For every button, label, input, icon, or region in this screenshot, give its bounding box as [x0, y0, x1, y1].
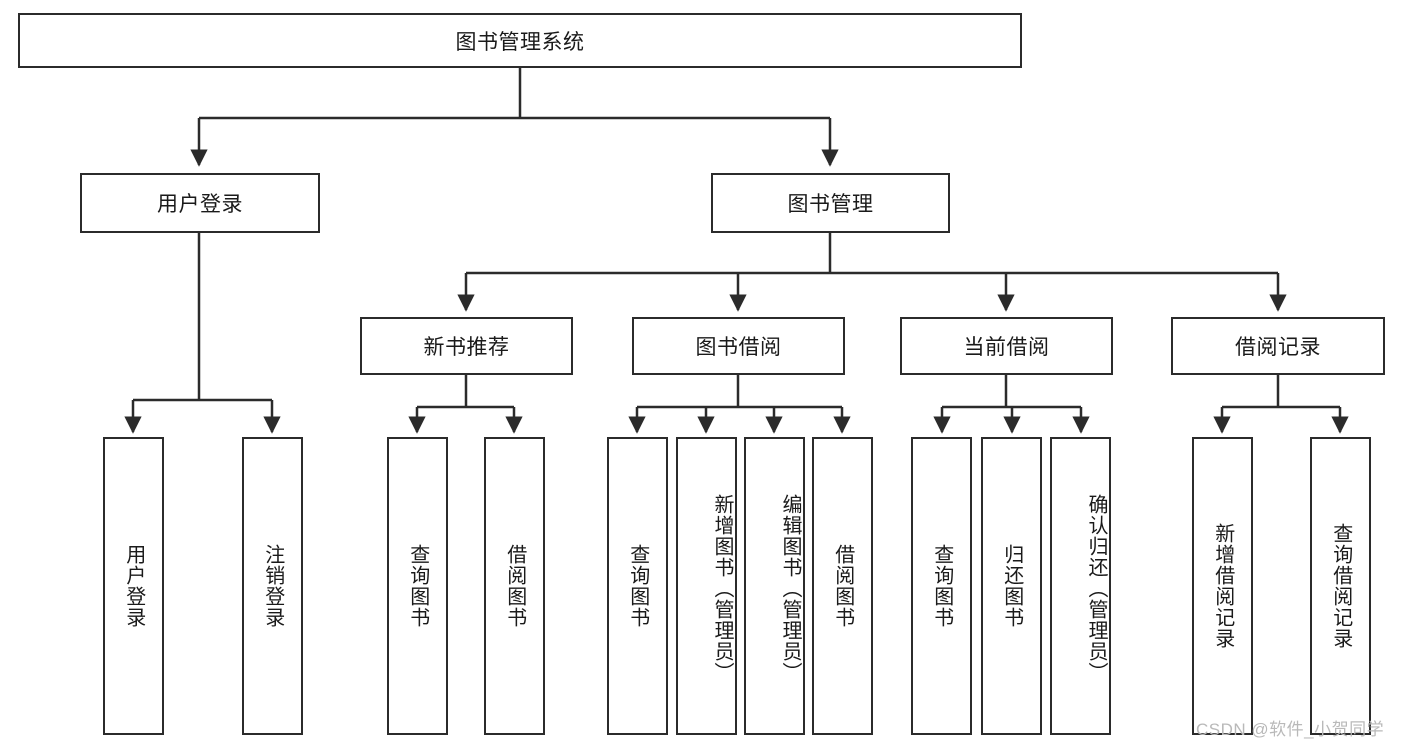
leaf-confirm-return-admin[interactable]: 确认归还（管理员）	[1050, 437, 1111, 735]
leaf-query-book-recommend[interactable]: 查询图书	[387, 437, 448, 735]
leaf-borrow-book-recommend[interactable]: 借阅图书	[484, 437, 545, 735]
node-borrow-record[interactable]: 借阅记录	[1171, 317, 1385, 375]
leaf-borrow-book[interactable]: 借阅图书	[812, 437, 873, 735]
leaf-query-book-borrow[interactable]: 查询图书	[607, 437, 668, 735]
leaf-add-borrow-record[interactable]: 新增借阅记录	[1192, 437, 1253, 735]
leaf-add-book-admin[interactable]: 新增图书（管理员）	[676, 437, 737, 735]
leaf-query-book-current[interactable]: 查询图书	[911, 437, 972, 735]
node-new-book-recommend[interactable]: 新书推荐	[360, 317, 573, 375]
leaf-edit-book-admin[interactable]: 编辑图书（管理员）	[744, 437, 805, 735]
leaf-query-borrow-record[interactable]: 查询借阅记录	[1310, 437, 1371, 735]
node-book-manage[interactable]: 图书管理	[711, 173, 950, 233]
node-book-borrow[interactable]: 图书借阅	[632, 317, 845, 375]
node-current-borrow[interactable]: 当前借阅	[900, 317, 1113, 375]
leaf-user-login[interactable]: 用户登录	[103, 437, 164, 735]
node-root[interactable]: 图书管理系统	[18, 13, 1022, 68]
node-user-login[interactable]: 用户登录	[80, 173, 320, 233]
leaf-return-book[interactable]: 归还图书	[981, 437, 1042, 735]
leaf-logout-login[interactable]: 注销登录	[242, 437, 303, 735]
